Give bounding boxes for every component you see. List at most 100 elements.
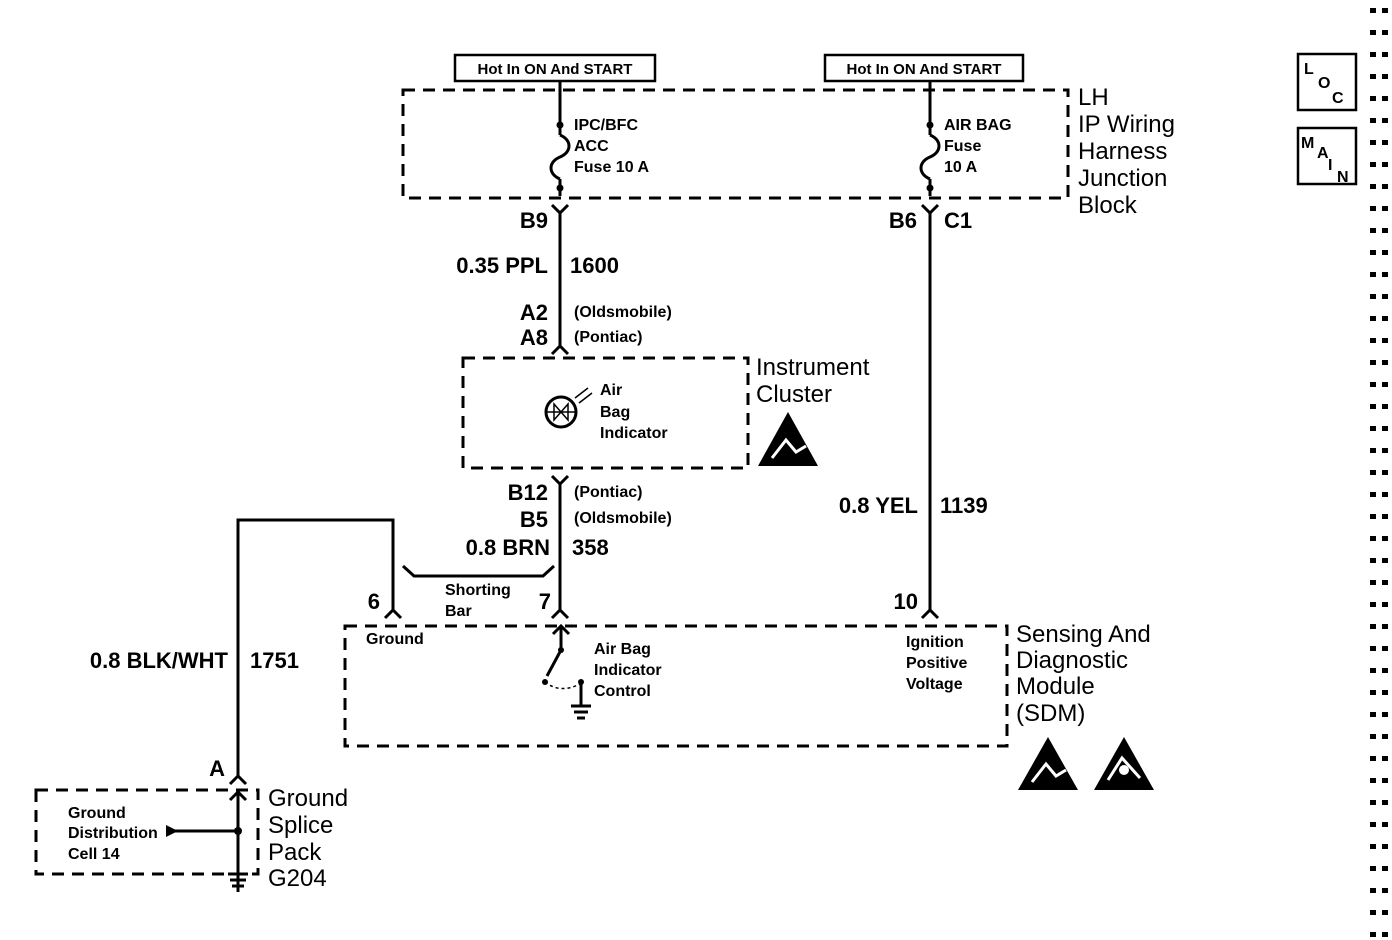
svg-text:Shorting: Shorting	[445, 582, 511, 599]
edge-tick	[1382, 228, 1388, 233]
edge-tick	[1382, 690, 1388, 695]
connector-b6: B6	[889, 208, 917, 233]
edge-tick	[1382, 118, 1388, 123]
edge-tick	[1370, 558, 1376, 563]
svg-text:LH: LH	[1078, 84, 1109, 111]
edge-tick	[1370, 162, 1376, 167]
edge-tick	[1370, 866, 1376, 871]
edge-tick	[1370, 250, 1376, 255]
main-nav-icon[interactable]: M A I N	[1296, 126, 1358, 186]
connector-pin7: 7	[539, 589, 551, 614]
edge-tick	[1382, 866, 1388, 871]
svg-text:ACC: ACC	[574, 138, 609, 155]
svg-text:Cluster: Cluster	[756, 381, 832, 408]
junction-block-outline	[401, 88, 1070, 200]
svg-text:Splice: Splice	[268, 812, 333, 839]
edge-tick	[1370, 624, 1376, 629]
svg-text:Instrument: Instrument	[756, 354, 870, 381]
svg-text:Air Bag: Air Bag	[594, 641, 651, 658]
edge-tick	[1370, 74, 1376, 79]
edge-tick	[1370, 492, 1376, 497]
connector-pin10: 10	[894, 589, 918, 614]
connector-b5: B5	[520, 507, 548, 532]
edge-tick	[1382, 602, 1388, 607]
svg-text:(SDM): (SDM)	[1016, 700, 1085, 727]
esd-warning-icon-cluster	[758, 412, 818, 466]
edge-tick	[1370, 932, 1376, 937]
edge-tick	[1382, 184, 1388, 189]
edge-tick	[1370, 778, 1376, 783]
edge-tick	[1370, 360, 1376, 365]
edge-tick	[1370, 470, 1376, 475]
edge-tick	[1382, 492, 1388, 497]
edge-tick	[1370, 30, 1376, 35]
svg-text:IP Wiring: IP Wiring	[1078, 111, 1175, 138]
edge-tick	[1370, 712, 1376, 717]
edge-tick	[1382, 558, 1388, 563]
connector-c1: C1	[944, 208, 972, 233]
svg-text:Ignition: Ignition	[906, 634, 964, 651]
svg-text:I: I	[1328, 157, 1332, 174]
svg-text:A: A	[1317, 145, 1329, 162]
wire-ppl-gauge: 0.35 PPL	[456, 253, 548, 278]
ground-distribution-label: Ground Distribution Cell 14	[68, 805, 158, 863]
edge-tick	[1382, 52, 1388, 57]
edge-tick	[1382, 316, 1388, 321]
wire-ppl-circuit: 1600	[570, 253, 619, 278]
edge-tick	[1382, 822, 1388, 827]
loc-nav-icon[interactable]: L O C	[1296, 52, 1358, 112]
edge-tick	[1370, 910, 1376, 915]
svg-text:N: N	[1337, 169, 1349, 186]
svg-text:O: O	[1318, 75, 1330, 92]
ground-splice-outline	[34, 788, 260, 876]
edge-tick	[1382, 734, 1388, 739]
edge-tick	[1382, 162, 1388, 167]
svg-text:Diagnostic: Diagnostic	[1016, 647, 1128, 674]
svg-text:Junction: Junction	[1078, 165, 1167, 192]
air-bag-indicator-label: Air Bag Indicator	[600, 382, 668, 442]
wire-blkwht-gauge: 0.8 BLK/WHT	[90, 648, 229, 673]
junction-block-label: LH IP Wiring Harness Junction Block	[1078, 84, 1175, 219]
edge-tick	[1370, 602, 1376, 607]
connector-pin10-symbol	[920, 607, 940, 620]
edge-tick	[1370, 690, 1376, 695]
svg-text:Indicator: Indicator	[594, 662, 662, 679]
svg-text:Hot In ON And START: Hot In ON And START	[847, 61, 1002, 78]
g204-ground-icon	[228, 872, 248, 892]
edge-tick	[1382, 426, 1388, 431]
svg-text:Air: Air	[600, 382, 622, 399]
svg-text:Indicator: Indicator	[600, 425, 668, 442]
connector-a2-symbol	[550, 343, 570, 356]
connector-a2: A2	[520, 300, 548, 325]
svg-text:AIR BAG: AIR BAG	[944, 117, 1012, 134]
edge-tick	[1382, 140, 1388, 145]
edge-tick	[1370, 316, 1376, 321]
edge-tick	[1382, 778, 1388, 783]
edge-tick	[1382, 250, 1388, 255]
ignition-voltage-label: Ignition Positive Voltage	[906, 634, 967, 693]
ground-splice-label: Ground Splice Pack G204	[268, 785, 348, 892]
svg-text:IPC/BFC: IPC/BFC	[574, 117, 638, 134]
edge-tick	[1370, 514, 1376, 519]
edge-tick	[1382, 206, 1388, 211]
edge-tick	[1370, 404, 1376, 409]
note-oldsmobile-2: (Oldsmobile)	[574, 510, 672, 527]
edge-tick	[1370, 426, 1376, 431]
edge-tick	[1370, 822, 1376, 827]
connector-pin6-symbol	[383, 607, 403, 620]
svg-text:Distribution: Distribution	[68, 825, 158, 842]
note-pontiac-1: (Pontiac)	[574, 329, 642, 346]
edge-tick	[1370, 756, 1376, 761]
svg-text:Fuse: Fuse	[944, 138, 981, 155]
edge-tick	[1382, 338, 1388, 343]
edge-tick	[1382, 646, 1388, 651]
svg-text:Sensing And: Sensing And	[1016, 621, 1151, 648]
instrument-cluster-label: Instrument Cluster	[756, 354, 870, 408]
connector-b12: B12	[508, 480, 548, 505]
connector-pin6: 6	[368, 589, 380, 614]
edge-tick	[1382, 448, 1388, 453]
indicator-control-label: Air Bag Indicator Control	[594, 641, 662, 700]
edge-tick	[1382, 580, 1388, 585]
connector-a-symbol	[228, 773, 248, 786]
air-bag-indicator-lamp-icon	[544, 387, 593, 429]
